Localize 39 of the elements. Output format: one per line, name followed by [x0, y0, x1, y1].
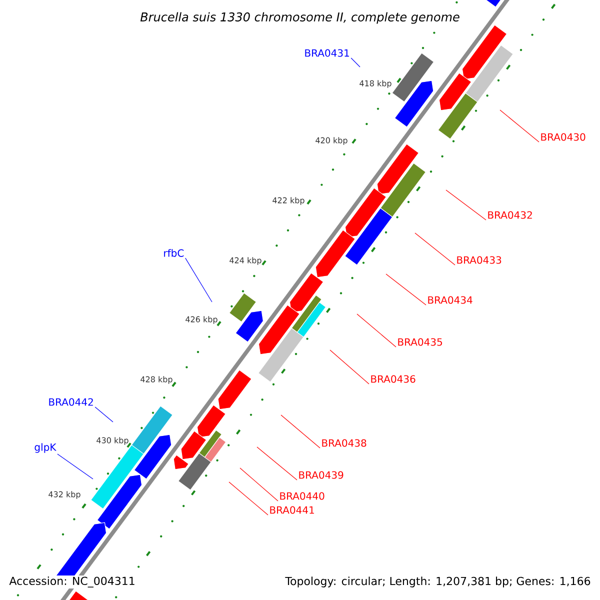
tick-label: 424 kbp: [230, 257, 262, 265]
leader-line: [356, 314, 396, 348]
leader-line: [57, 454, 94, 480]
tick-label: 430 kbp: [96, 437, 128, 445]
leader-line: [330, 350, 370, 384]
gene-label: BRA0432: [488, 211, 532, 219]
gene-label: BRA0435: [398, 338, 442, 346]
tick-label: 428 kbp: [140, 376, 172, 384]
tick-label: 418 kbp: [360, 80, 392, 88]
gene-label: BRA0438: [322, 439, 366, 447]
leader-line: [386, 274, 426, 306]
title: Brucella suis 1330 chromosome II, complete genome: [139, 11, 461, 25]
footer-text: Topology: circular; Length: 1,207,381 bp; Genes: 1,166: [284, 576, 592, 588]
gene-label: BRA0433: [457, 256, 502, 264]
tick-label: 432 kbp: [48, 491, 80, 499]
gene-label: BRA0431: [305, 49, 349, 57]
tick-label: 420 kbp: [316, 137, 348, 145]
leader-line: [256, 446, 298, 480]
gene-label: BRA0441: [270, 506, 314, 514]
gene-label: BRA0430: [541, 133, 586, 141]
tick-label: 422 kbp: [272, 197, 304, 205]
footer-text: Accession: NC_004311: [8, 576, 136, 588]
leader-line: [350, 58, 360, 68]
leader-line: [240, 468, 278, 502]
gene-label: BRA0442: [49, 398, 93, 406]
leader-line: [228, 482, 268, 516]
leader-line: [500, 110, 540, 142]
tick-label: 426 kbp: [186, 316, 218, 324]
leader-line: [414, 232, 456, 266]
gene-label: BRA0436: [371, 375, 416, 383]
gene-label: BRA0439: [299, 471, 344, 479]
leader-line: [94, 406, 114, 422]
gene-label: glpK: [34, 443, 56, 453]
leader-line: [446, 190, 486, 220]
gene-label: rfbC: [164, 249, 184, 257]
leader-line: [280, 414, 320, 448]
gene-label: BRA0434: [428, 296, 472, 304]
gene-label: BRA0440: [280, 492, 324, 500]
leader-line: [185, 258, 212, 302]
